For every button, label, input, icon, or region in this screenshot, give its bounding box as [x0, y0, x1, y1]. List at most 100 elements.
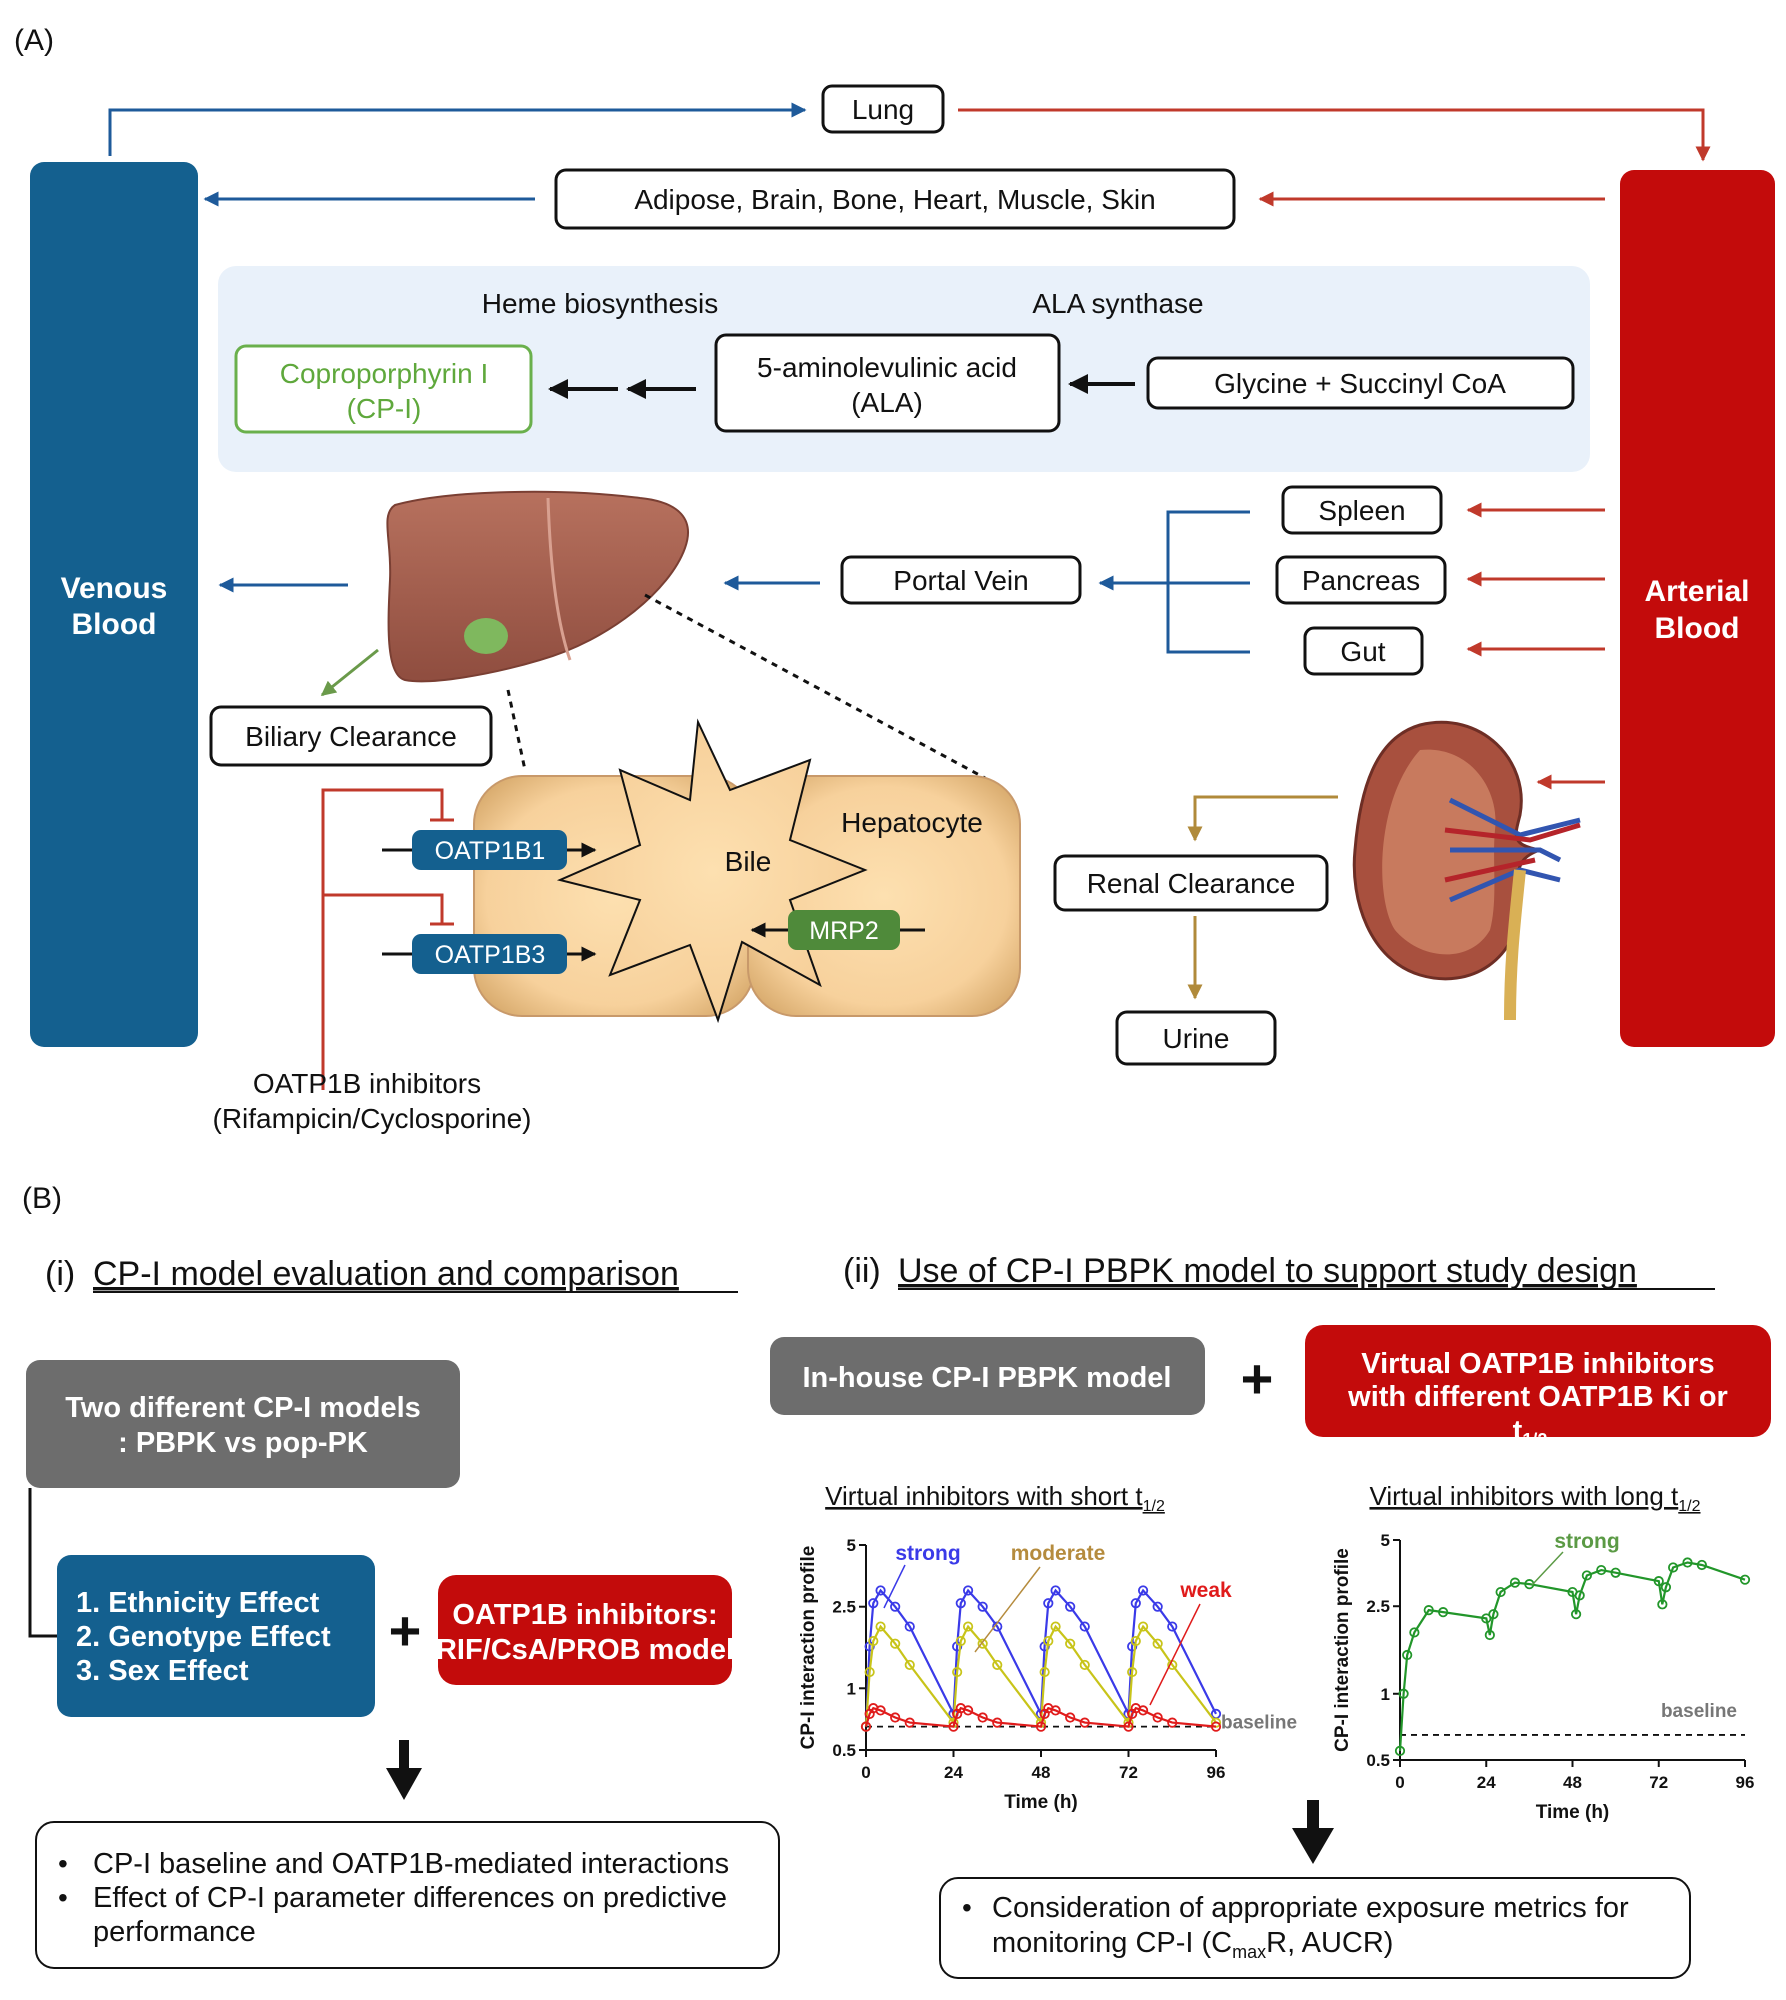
cp1-box: [234, 344, 533, 434]
chart-0-series-2-point: [962, 1705, 974, 1716]
chart-0-series-2-point: [1065, 1712, 1076, 1723]
chart-1-series-0-point: [1488, 1609, 1499, 1620]
portal-vein-box: [840, 555, 1082, 605]
outcome-2-line-1: Consideration of appropriate exposure me…: [992, 1892, 1629, 1924]
venous-label-1: Venous: [61, 572, 168, 605]
chart-1-series-0-point: [1394, 1745, 1406, 1756]
chart-2-title-main: Virtual inhibitors with long t: [1369, 1481, 1679, 1511]
chart-1-series-0-point: [1596, 1564, 1607, 1576]
outcome-2-line-2: monitoring CP-I (CmaxR, AUCR): [992, 1927, 1393, 1962]
section-2-prefix: (ii): [843, 1252, 881, 1290]
mrp2-transporter: [788, 910, 900, 950]
outcome-1-line-2: Effect of CP-I parameter differences on …: [93, 1882, 727, 1914]
chart-0-series-1-point: [952, 1666, 963, 1678]
chart-1-title: Virtual inhibitors with short t1/2: [825, 1481, 1165, 1515]
chart-0-series-1-point: [962, 1621, 974, 1632]
venous-to-lung-arrow: [108, 102, 807, 156]
chart-1-x-tick-label: 0: [1395, 1773, 1404, 1792]
chart-0-series-0-point: [875, 1585, 886, 1596]
tissues-box: [554, 168, 1236, 230]
chart-0-series-1-point: [1137, 1621, 1149, 1632]
chart-0-series-2-point: [977, 1712, 988, 1723]
lung-label: Lung: [852, 94, 914, 125]
cp1-label-1: Coproporphyrin I: [280, 358, 489, 389]
venous-blood-bar: [30, 162, 198, 1047]
renal-clearance-box: [1053, 854, 1329, 912]
outcome-2-bullet: •: [962, 1892, 972, 1923]
renal-clearance-label: Renal Clearance: [1087, 868, 1296, 899]
chart-0-series-2-point: [992, 1717, 1003, 1728]
inhibition-lines: [321, 788, 444, 1090]
oatp1b3-label: OATP1B3: [435, 941, 546, 969]
pancreas-box: [1275, 555, 1447, 605]
chart-1-series-0-point: [1495, 1586, 1506, 1598]
chart-1-series-0-point: [1696, 1559, 1707, 1571]
chart-0-series-1-point: [868, 1635, 879, 1647]
chart-1-series-0-point: [1574, 1590, 1585, 1601]
chart-0-series-0-point: [1130, 1598, 1141, 1609]
chart-1-y-tick-label: 5: [1381, 1531, 1390, 1550]
chart-0-series-0-point: [962, 1585, 974, 1596]
virtual-t-main: t: [1513, 1415, 1523, 1447]
chart-0-series-2-point: [1167, 1717, 1178, 1728]
kidney-to-renal-arrow: [1187, 795, 1338, 842]
chart-0-series-2-point: [1152, 1712, 1163, 1723]
chart-0-series-1-point: [1050, 1621, 1061, 1632]
chart-0-x-axis-label: Time (h): [1004, 1792, 1078, 1813]
chart-1-y-axis-label: CP-I interaction profile: [1332, 1548, 1353, 1752]
mrp2-label: MRP2: [809, 917, 878, 945]
chart-1-title-main: Virtual inhibitors with short t: [825, 1481, 1143, 1511]
outcome-1-bullet-1: •: [58, 1848, 68, 1879]
chart-0-series-1-point: [875, 1621, 886, 1632]
chart-1-baseline-label: baseline: [1661, 1701, 1737, 1722]
chart-0-series-1-point: [1079, 1659, 1090, 1671]
chart-0-series-1-point: [1043, 1635, 1054, 1647]
ala-label-1: 5-aminolevulinic acid: [757, 352, 1017, 383]
urine-label: Urine: [1163, 1023, 1230, 1054]
chart-0-y-tick-label: 0.5: [832, 1741, 856, 1760]
two-models-box: [26, 1360, 460, 1488]
biliary-box: [209, 705, 493, 767]
virtual-inhibitors-label-1: Virtual OATP1B inhibitors: [1361, 1348, 1714, 1380]
chart-0-series-2-point: [875, 1705, 886, 1716]
chart-0-x-tick-label: 0: [861, 1763, 870, 1782]
virtual-t-sub: 1/2: [1522, 1430, 1547, 1450]
chart-1-y-tick-label: 0.5: [1366, 1751, 1390, 1770]
chart-0-series-1-point: [1065, 1638, 1076, 1649]
chart-1-series-0-point: [1409, 1627, 1420, 1638]
zoom-line-right: [644, 593, 986, 780]
chart-0-series-1-point: [977, 1638, 988, 1649]
chart-1-series-0-point: [1402, 1649, 1413, 1661]
chart-1-series-0-point: [1682, 1557, 1693, 1568]
oatp1b1-label: OATP1B1: [435, 837, 546, 865]
chart-1-series-0-point: [1653, 1576, 1664, 1587]
chart-1-moderate-label: moderate: [1011, 1542, 1106, 1565]
outcome-1-line-1: CP-I baseline and OATP1B-mediated intera…: [93, 1848, 729, 1880]
chart-0-series-0-line: [864, 1588, 1217, 1727]
liver-illustration: [386, 490, 689, 683]
inhibitor-model-label-2: RIF/CsA/PROB model: [436, 1634, 734, 1666]
chart-1-series-0-point: [1481, 1613, 1492, 1624]
down-arrow-2: [1292, 1800, 1334, 1864]
chart-1-series-0-point: [1398, 1688, 1409, 1699]
chart-0-series-2-point: [1137, 1705, 1149, 1716]
outcome-1-line-3: performance: [93, 1916, 256, 1948]
arterial-label-1: Arterial: [1644, 575, 1749, 608]
chart-0-series-0-point: [1065, 1601, 1076, 1612]
spleen-label: Spleen: [1318, 495, 1405, 526]
chart-1-series-0-point: [1660, 1582, 1672, 1593]
chart-1-weak-leader: [1149, 1603, 1201, 1706]
two-models-label-2: : PBPK vs pop-PK: [118, 1427, 368, 1459]
tissues-label: Adipose, Brain, Bone, Heart, Muscle, Ski…: [634, 184, 1155, 215]
chart-0-series-2-point: [1035, 1721, 1047, 1732]
outcome-2-line-2b: R, AUCR): [1266, 1927, 1393, 1959]
venous-label-2: Blood: [72, 608, 157, 641]
chart-0-series-2-line: [864, 1706, 1217, 1728]
chart-2-strong-label: strong: [1554, 1530, 1619, 1553]
organ-bracket: [1166, 510, 1250, 654]
chart-0-series-2-point: [1210, 1721, 1222, 1732]
section-2-title: Use of CP-I PBPK model to support study …: [898, 1252, 1637, 1290]
plus-sign-2: +: [1241, 1347, 1274, 1410]
inhibitors-label-2: (Rifampicin/Cyclosporine): [213, 1103, 532, 1134]
